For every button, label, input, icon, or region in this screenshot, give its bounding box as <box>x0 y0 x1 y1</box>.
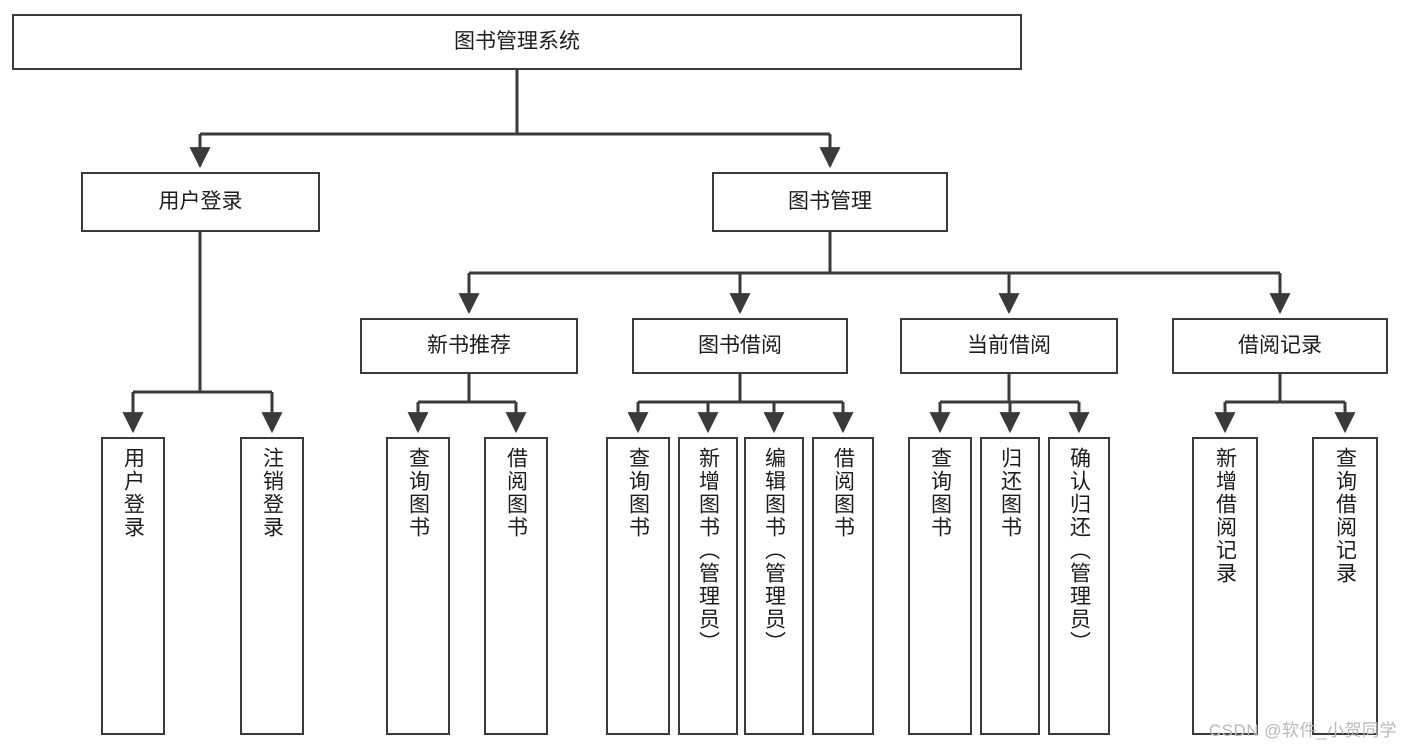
node-new-book-recommend[interactable]: 新书推荐 <box>360 318 578 374</box>
node-leaf-add-borrow-record-label: 新增借阅记录 <box>1213 447 1237 585</box>
node-leaf-user-login-label: 用户登录 <box>121 447 145 539</box>
node-leaf-add-book-admin-label: 新增图书（管理员） <box>696 447 720 654</box>
node-leaf-confirm-return-admin[interactable]: 确认归还（管理员） <box>1048 437 1110 735</box>
node-leaf-borrow-book[interactable]: 借阅图书 <box>812 437 874 735</box>
node-leaf-query-book-rec[interactable]: 查询图书 <box>386 437 450 735</box>
node-leaf-return-book[interactable]: 归还图书 <box>980 437 1040 735</box>
node-leaf-edit-book-admin-label: 编辑图书（管理员） <box>762 447 786 654</box>
node-book-management[interactable]: 图书管理 <box>712 172 948 232</box>
node-leaf-query-borrow-record[interactable]: 查询借阅记录 <box>1312 437 1378 735</box>
node-leaf-logout[interactable]: 注销登录 <box>240 437 304 735</box>
node-new-book-recommend-label: 新书推荐 <box>427 333 511 357</box>
node-borrow-record-label: 借阅记录 <box>1238 333 1322 357</box>
node-leaf-add-borrow-record[interactable]: 新增借阅记录 <box>1192 437 1258 735</box>
node-root[interactable]: 图书管理系统 <box>12 14 1022 70</box>
node-leaf-confirm-return-admin-label: 确认归还（管理员） <box>1067 447 1091 654</box>
node-user-login-label: 用户登录 <box>158 189 243 213</box>
node-current-borrow[interactable]: 当前借阅 <box>900 318 1118 374</box>
node-leaf-borrow-book-rec[interactable]: 借阅图书 <box>484 437 548 735</box>
node-leaf-edit-book-admin[interactable]: 编辑图书（管理员） <box>744 437 804 735</box>
node-leaf-query-book-borrow[interactable]: 查询图书 <box>606 437 670 735</box>
watermark: CSDN @软件_小贺同学 <box>1208 721 1397 740</box>
node-leaf-add-book-admin[interactable]: 新增图书（管理员） <box>678 437 738 735</box>
node-leaf-logout-label: 注销登录 <box>260 447 284 539</box>
node-leaf-return-book-label: 归还图书 <box>998 447 1022 539</box>
node-root-label: 图书管理系统 <box>454 29 580 53</box>
node-leaf-query-book-borrow-label: 查询图书 <box>626 447 650 539</box>
node-book-management-label: 图书管理 <box>788 189 872 213</box>
node-leaf-borrow-book-label: 借阅图书 <box>831 447 855 539</box>
node-user-login[interactable]: 用户登录 <box>81 172 320 232</box>
node-current-borrow-label: 当前借阅 <box>967 333 1051 357</box>
node-leaf-query-book-current-label: 查询图书 <box>928 447 952 539</box>
node-borrow-record[interactable]: 借阅记录 <box>1172 318 1388 374</box>
node-leaf-user-login[interactable]: 用户登录 <box>101 437 165 735</box>
node-leaf-query-book-current[interactable]: 查询图书 <box>908 437 972 735</box>
node-book-borrow-label: 图书借阅 <box>698 333 782 357</box>
node-leaf-query-borrow-record-label: 查询借阅记录 <box>1333 447 1357 585</box>
node-leaf-borrow-book-rec-label: 借阅图书 <box>504 447 528 539</box>
node-book-borrow[interactable]: 图书借阅 <box>632 318 848 374</box>
node-leaf-query-book-rec-label: 查询图书 <box>406 447 430 539</box>
